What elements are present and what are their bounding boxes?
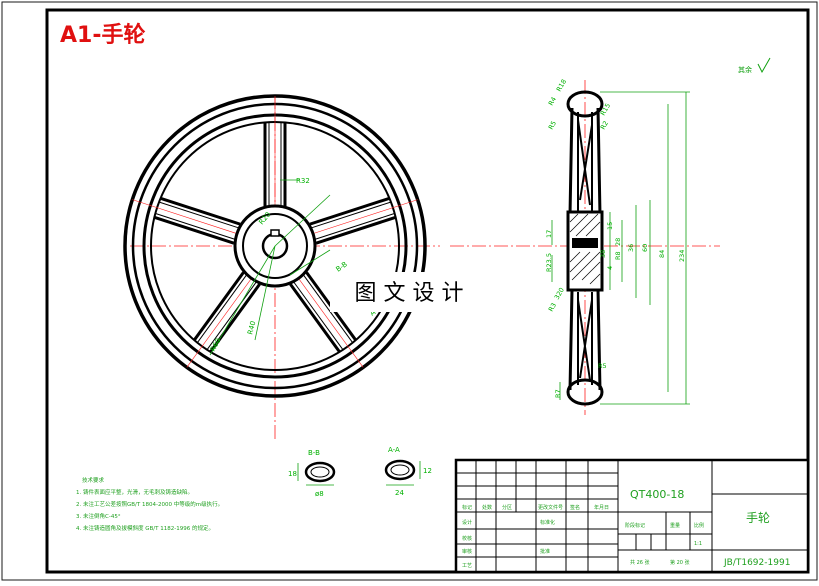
side-dim-label: 234 xyxy=(678,250,686,262)
tb-sheet-no: 第 20 张 xyxy=(670,559,690,566)
spoke-edge xyxy=(315,215,397,245)
tb-row-design: 设计 xyxy=(462,519,472,526)
note-3: 3. 未注倒角C-45° xyxy=(76,512,121,520)
tb-std-label: 标准化 xyxy=(540,519,555,526)
front-view: R32 R60 R40 R20 B-B A-A xyxy=(123,94,440,440)
tb-standard: JB/T1692-1991 xyxy=(723,558,790,568)
spoke-edge xyxy=(158,201,239,229)
tb-header-date: 年月日 xyxy=(594,504,609,511)
section-aa-label: A-A xyxy=(388,446,400,454)
tb-approve-label: 批准 xyxy=(540,548,550,555)
title-block: 标记 处数 分区 更改文件号 签名 年月日 设计 校核 审核 工艺 标准化 批准… xyxy=(454,458,810,574)
spoke-edge xyxy=(309,196,391,226)
watermark-bg xyxy=(330,272,488,312)
side-dim-label: 60 xyxy=(641,244,649,252)
side-dim-label: R4 xyxy=(547,96,558,107)
tb-row-check: 校核 xyxy=(462,535,472,542)
spoke-edge xyxy=(206,281,257,351)
spoke-edge xyxy=(302,274,354,344)
section-bb-label: B-B xyxy=(308,449,320,457)
section-bb-width: ø8 xyxy=(315,490,324,498)
tb-part-name: 手轮 xyxy=(746,511,770,525)
hub-hatch xyxy=(569,213,601,285)
spoke-edge xyxy=(159,196,241,226)
section-view-bb: B-B ø8 18 xyxy=(288,449,336,498)
side-dim-label: R5 xyxy=(598,362,607,370)
roughness-note: 其余 xyxy=(738,65,752,74)
section-aa-height: 12 xyxy=(423,467,432,475)
spoke-edge xyxy=(293,281,344,351)
side-dim-label: 15 xyxy=(606,222,614,230)
tb-header-count: 处数 xyxy=(482,504,492,511)
section-aa-width: 24 xyxy=(395,489,404,497)
side-dim-label: R7 xyxy=(554,389,562,398)
drawing-title: A1-手轮 xyxy=(60,22,145,48)
spoke-edge xyxy=(153,215,235,245)
side-dim-label: R3 xyxy=(547,302,558,313)
spoke-edge xyxy=(314,212,395,240)
side-dim-label: R5 xyxy=(547,120,558,131)
tb-row-review: 审核 xyxy=(462,548,472,555)
tb-header-zone: 分区 xyxy=(502,504,512,511)
tb-material: QT400-18 xyxy=(630,488,684,501)
dim-r32: R32 xyxy=(296,177,310,185)
side-dim-label: 17 xyxy=(545,230,553,238)
section-view-aa: A-A 24 12 xyxy=(384,446,432,497)
tb-header-mark: 标记 xyxy=(462,504,472,511)
side-dim-label: 28 xyxy=(614,238,622,246)
note-1: 1. 铸件表面应平整，光滑，无毛刺及铸造缺陷。 xyxy=(76,488,193,496)
notes-heading: 技术要求 xyxy=(82,476,105,484)
tb-weight-label: 重量 xyxy=(670,522,680,529)
tb-stage-label: 阶段标记 xyxy=(625,522,645,529)
spoke-edge xyxy=(196,274,248,344)
side-dim-label: R23.5 xyxy=(545,253,553,272)
note-2: 2. 未注工艺公差按照GB/T 1804-2000 中等级的m级执行。 xyxy=(76,500,223,508)
tb-scale: 1:1 xyxy=(694,541,702,547)
spoke-edge xyxy=(192,271,245,342)
side-dim-label: R8 xyxy=(614,251,622,260)
note-4: 4. 未注铸造圆角及拔模斜度 GB/T 1182-1996 的规定。 xyxy=(76,524,214,532)
watermark-text: 图 文 设 计 xyxy=(355,281,464,306)
tb-scale-label: 比例 xyxy=(694,522,704,529)
spoke-edge xyxy=(311,201,392,229)
side-dim-label: 38 xyxy=(599,250,607,258)
roughness-symbol: 其余 xyxy=(738,57,771,74)
spoke-edge xyxy=(155,212,236,240)
dim-r40: R40 xyxy=(246,320,257,335)
drawing-frame xyxy=(45,8,810,574)
tb-sheet-total: 共 26 张 xyxy=(630,559,650,566)
tb-header-change: 更改文件号 xyxy=(538,504,563,511)
spoke-edge xyxy=(289,283,342,354)
side-dim-label: 4 xyxy=(606,266,614,270)
technical-notes: 技术要求 1. 铸件表面应平整，光滑，无毛刺及铸造缺陷。 2. 未注工艺公差按照… xyxy=(76,476,223,532)
tb-row-process: 工艺 xyxy=(462,563,472,569)
side-dim-label: R2 xyxy=(599,120,610,131)
side-dim-label: 36 xyxy=(627,244,635,252)
side-dim-label: 84 xyxy=(658,250,666,258)
tb-header-sign: 签名 xyxy=(570,504,580,511)
section-bb-height: 18 xyxy=(288,470,297,478)
